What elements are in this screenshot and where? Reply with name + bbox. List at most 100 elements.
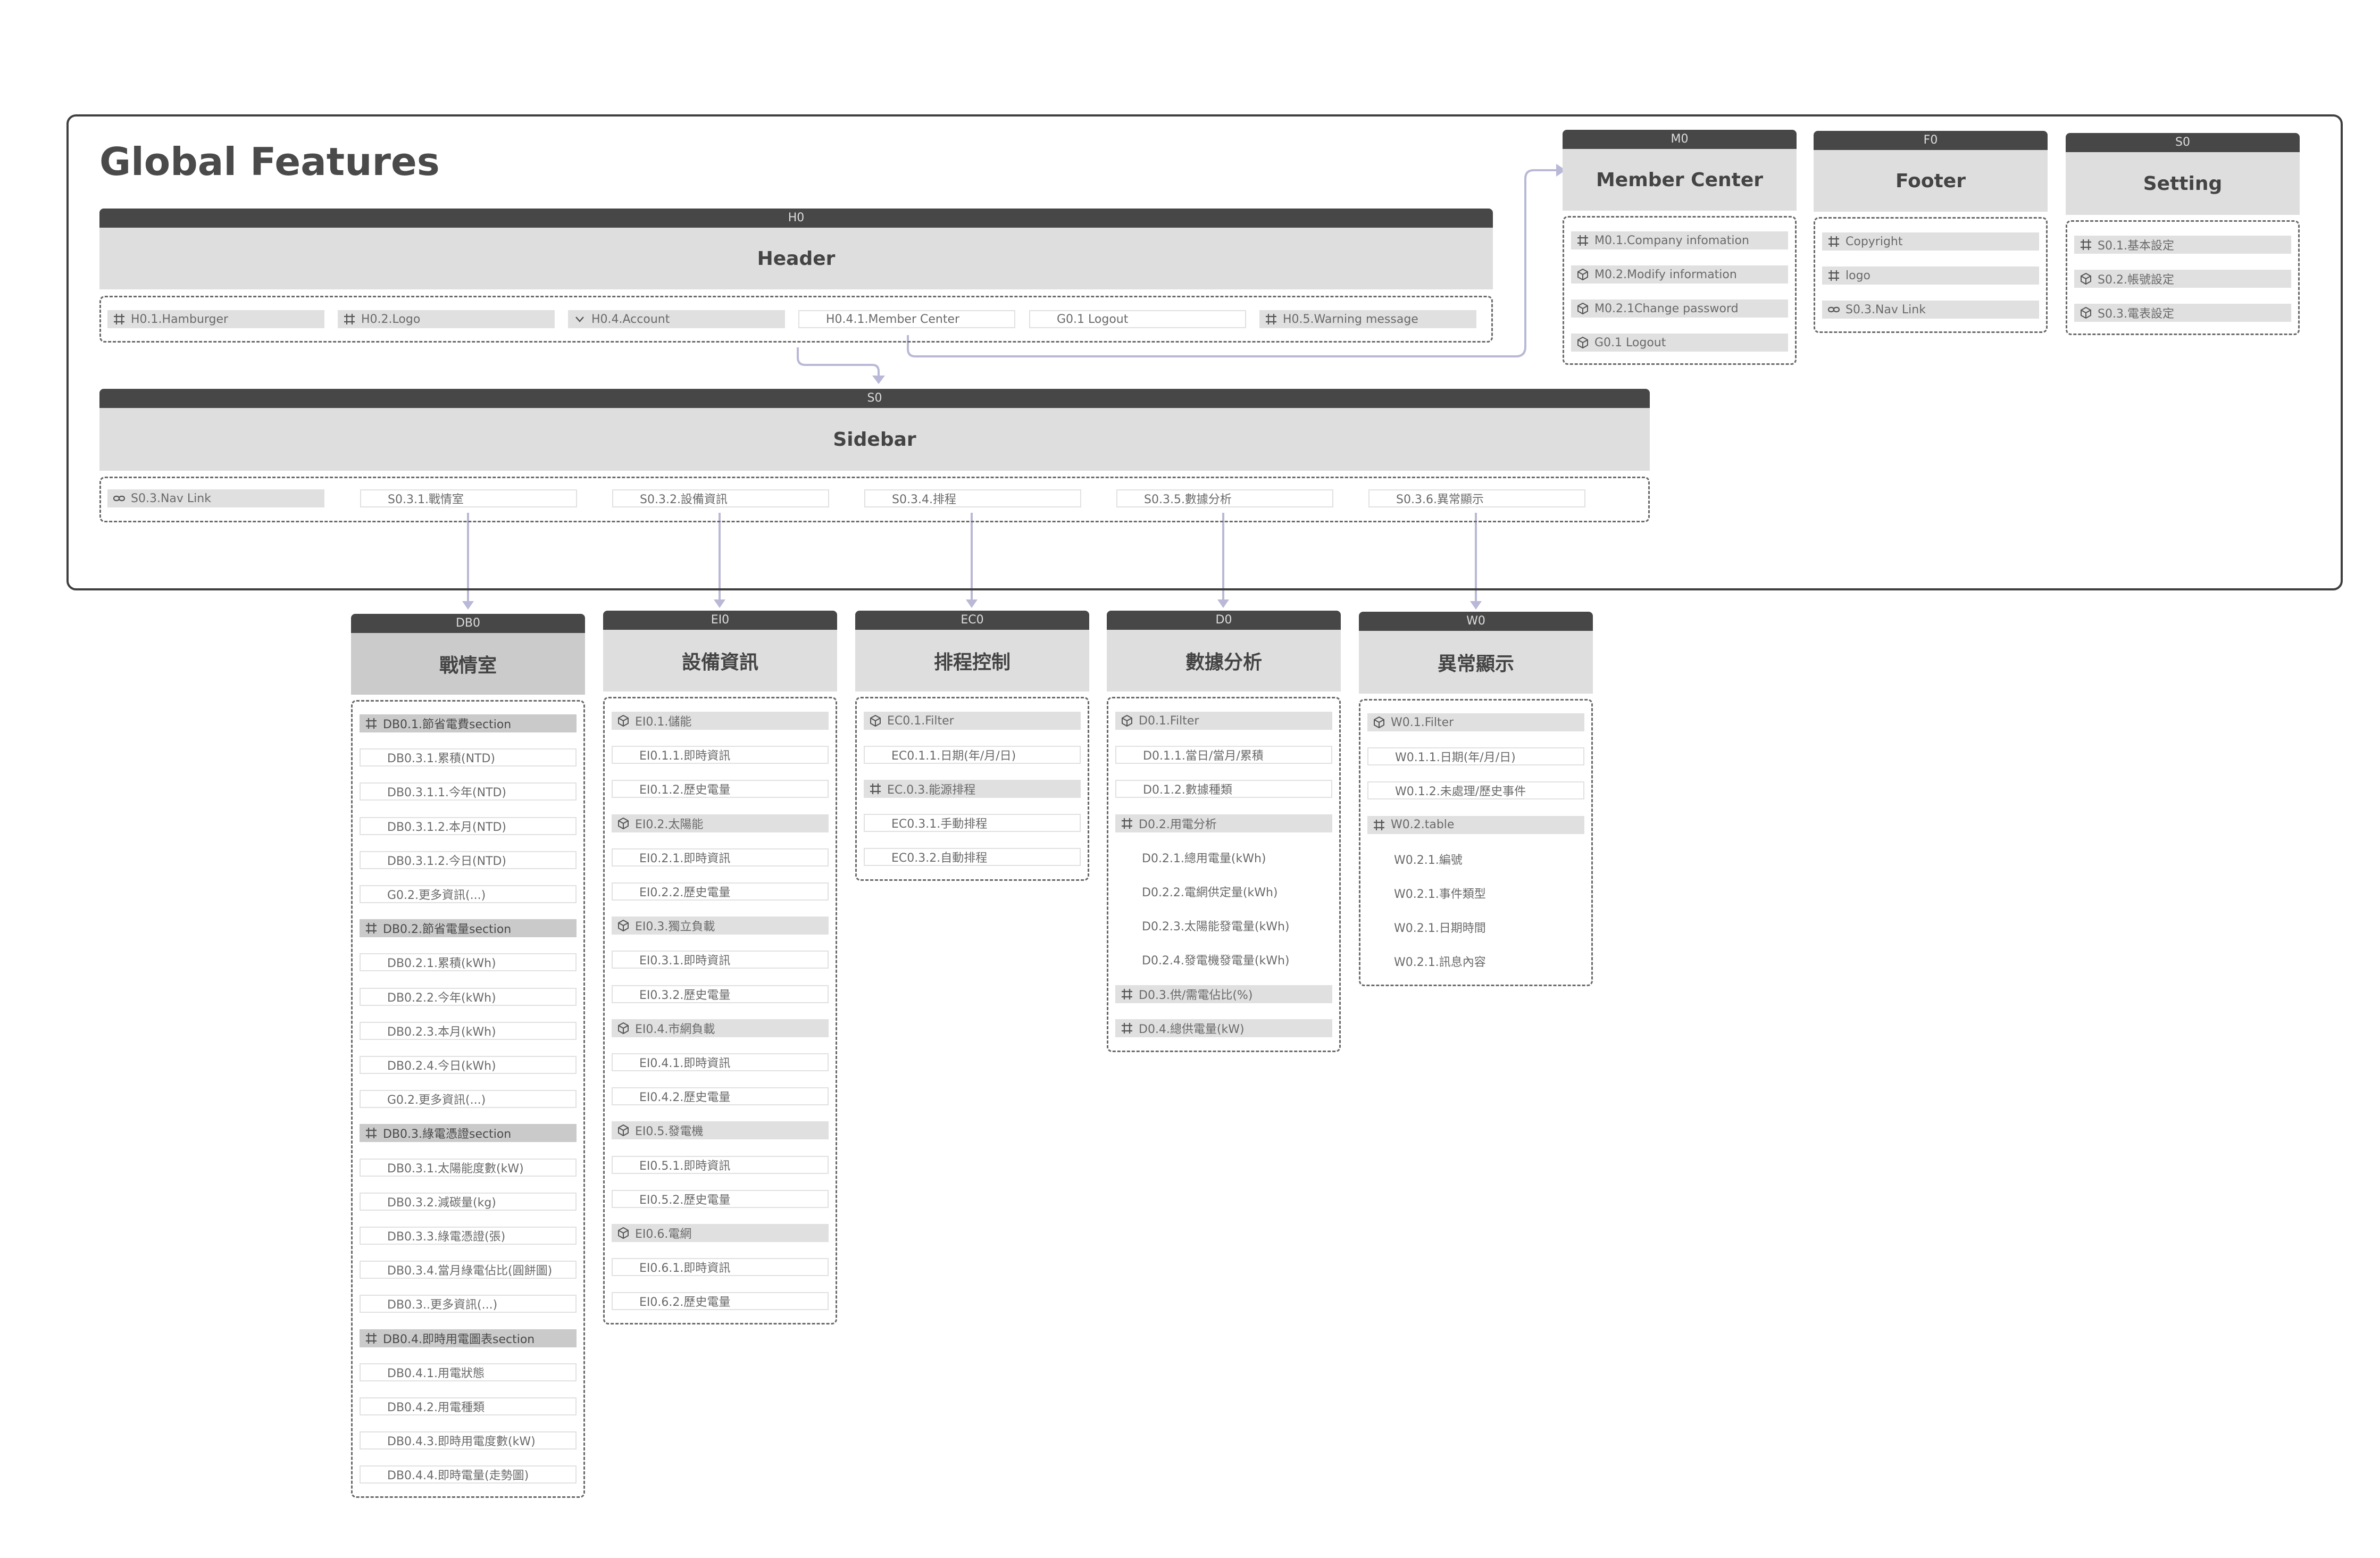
list-item[interactable]: EI0.2.太陽能 <box>612 814 829 832</box>
list-item[interactable]: EC0.3.1.手動排程 <box>864 814 1081 832</box>
list-item[interactable]: DB0.2.節省電量section <box>360 919 577 938</box>
list-item[interactable]: DB0.2.4.今日(kWh) <box>360 1056 577 1074</box>
list-item[interactable]: DB0.3..更多資訊(...) <box>360 1295 577 1313</box>
list-item[interactable]: DB0.4.即時用電圖表section <box>360 1329 577 1347</box>
list-item[interactable]: D0.2.1.總用電量(kWh) <box>1115 848 1332 867</box>
list-item[interactable]: S0.3.5.數據分析 <box>1116 489 1333 507</box>
list-item[interactable]: DB0.3.1.累積(NTD) <box>360 748 577 767</box>
list-item[interactable]: EI0.3.獨立負載 <box>612 917 829 935</box>
list-item[interactable]: EI0.3.1.即時資訊 <box>612 951 829 969</box>
list-item[interactable]: H0.4.Account <box>568 310 785 328</box>
list-item[interactable]: EI0.1.儲能 <box>612 712 829 730</box>
list-item[interactable]: D0.1.Filter <box>1115 712 1332 730</box>
list-item[interactable]: DB0.3.綠電憑證section <box>360 1124 577 1143</box>
list-item[interactable]: W0.2.1.事件類型 <box>1367 884 1584 902</box>
list-item[interactable]: EI0.6.電網 <box>612 1224 829 1242</box>
header-items <box>99 296 1493 343</box>
list-item[interactable]: DB0.3.1.1.今年(NTD) <box>360 782 577 801</box>
list-item[interactable]: DB0.2.3.本月(kWh) <box>360 1021 577 1040</box>
list-item[interactable]: Copyright <box>1822 232 2039 251</box>
list-item[interactable]: D0.4.總供電量(kW) <box>1115 1019 1332 1037</box>
setting-card[interactable]: S0 Setting <box>2066 133 2300 215</box>
list-item[interactable]: D0.2.3.太陽能發電量(kWh) <box>1115 917 1332 935</box>
list-item[interactable]: EI0.4.市網負載 <box>612 1019 829 1037</box>
list-item[interactable]: M0.2.Modify information <box>1571 265 1788 284</box>
list-item[interactable]: DB0.4.1.用電狀態 <box>360 1363 577 1381</box>
list-item[interactable]: D0.1.1.當日/當月/累積 <box>1115 746 1332 764</box>
list-item[interactable]: EC0.3.2.自動排程 <box>864 848 1081 866</box>
list-item[interactable]: H0.5.Warning message <box>1259 310 1476 328</box>
list-item[interactable]: EI0.1.1.即時資訊 <box>612 746 829 764</box>
list-item[interactable]: H0.4.1.Member Center <box>798 310 1015 328</box>
list-item[interactable]: S0.3.電表設定 <box>2074 304 2291 322</box>
list-item[interactable]: DB0.2.2.今年(kWh) <box>360 987 577 1006</box>
sidebar-card[interactable]: S0 Sidebar <box>99 389 1650 471</box>
list-item[interactable]: DB0.3.3.綠電憑證(張) <box>360 1227 577 1245</box>
dashboard-card[interactable]: DB0 戰情室 <box>351 614 585 695</box>
list-item[interactable]: G0.1 Logout <box>1029 310 1246 328</box>
list-item[interactable]: S0.2.帳號設定 <box>2074 270 2291 288</box>
list-item[interactable]: G0.2.更多資訊(...) <box>360 1090 577 1109</box>
analysis-card[interactable]: D0 數據分析 <box>1107 611 1341 691</box>
list-item[interactable]: M0.1.Company infomation <box>1571 231 1788 249</box>
equipment-card[interactable]: EI0 設備資訊 <box>603 611 837 691</box>
list-item[interactable]: S0.3.6.異常顯示 <box>1368 489 1585 507</box>
list-item[interactable]: DB0.1.節省電費section <box>360 714 577 732</box>
list-item[interactable]: D0.3.供/需電佔比(%) <box>1115 985 1332 1003</box>
list-item[interactable]: DB0.3.1.2.今日(NTD) <box>360 851 577 869</box>
list-item[interactable]: EI0.2.2.歷史電量 <box>612 882 829 901</box>
footer-items <box>1814 217 2048 333</box>
list-item[interactable]: S0.3.Nav Link <box>1822 301 2039 319</box>
list-item[interactable]: EI0.3.2.歷史電量 <box>612 985 829 1003</box>
list-item[interactable]: D0.1.2.數據種類 <box>1115 780 1332 798</box>
header-card[interactable]: H0 Header <box>99 209 1493 289</box>
list-item[interactable]: EI0.6.1.即時資訊 <box>612 1258 829 1277</box>
list-item[interactable]: S0.3.1.戰情室 <box>360 489 577 507</box>
list-item[interactable]: EC0.1.Filter <box>864 712 1081 730</box>
list-item[interactable]: EI0.4.2.歷史電量 <box>612 1087 829 1106</box>
list-item[interactable]: D0.2.4.發電機發電量(kWh) <box>1115 951 1332 969</box>
item-label: DB0.2.4.今日(kWh) <box>387 1060 496 1073</box>
list-item[interactable]: EI0.5.1.即時資訊 <box>612 1155 829 1174</box>
warning-card[interactable]: W0 異常顯示 <box>1359 612 1593 694</box>
list-item[interactable]: EI0.5.發電機 <box>612 1121 829 1140</box>
list-item[interactable]: W0.2.1.編號 <box>1367 850 1584 868</box>
list-item[interactable]: DB0.2.1.累積(kWh) <box>360 953 577 972</box>
list-item[interactable]: H0.2.Logo <box>338 310 555 328</box>
list-item[interactable]: W0.1.Filter <box>1367 713 1584 731</box>
list-item[interactable]: S0.3.Nav Link <box>107 489 324 507</box>
list-item[interactable]: DB0.4.4.即時電量(走勢圖) <box>360 1465 577 1484</box>
list-item[interactable]: G0.2.更多資訊(...) <box>360 885 577 903</box>
list-item[interactable]: DB0.3.2.減碳量(kg) <box>360 1192 577 1211</box>
list-item[interactable]: EI0.2.1.即時資訊 <box>612 848 829 867</box>
list-item[interactable]: S0.3.4.排程 <box>864 489 1081 507</box>
list-item[interactable]: EI0.6.2.歷史電量 <box>612 1292 829 1311</box>
list-item[interactable]: EI0.1.2.歷史電量 <box>612 780 829 798</box>
list-item[interactable]: DB0.3.1.太陽能度數(kW) <box>360 1158 577 1177</box>
member-center-card[interactable]: M0 Member Center <box>1563 130 1797 211</box>
list-item[interactable]: DB0.3.4.當月綠電佔比(圓餅圖) <box>360 1261 577 1279</box>
list-item[interactable]: D0.2.用電分析 <box>1115 814 1332 832</box>
list-item[interactable]: logo <box>1822 266 2039 285</box>
list-item[interactable]: S0.1.基本設定 <box>2074 236 2291 254</box>
footer-card[interactable]: F0 Footer <box>1814 131 2048 212</box>
list-item[interactable]: W0.2.1.日期時間 <box>1367 918 1584 936</box>
list-item[interactable]: DB0.3.1.2.本月(NTD) <box>360 817 577 835</box>
list-item[interactable]: DB0.4.3.即時用電度數(kW) <box>360 1431 577 1450</box>
schedule-card[interactable]: EC0 排程控制 <box>855 611 1089 691</box>
list-item[interactable]: DB0.4.2.用電種類 <box>360 1397 577 1415</box>
schedule-code: EC0 <box>855 611 1089 630</box>
list-item[interactable]: W0.1.1.日期(年/月/日) <box>1367 747 1584 766</box>
list-item[interactable]: EI0.5.2.歷史電量 <box>612 1189 829 1208</box>
list-item[interactable]: S0.3.2.設備資訊 <box>612 489 829 507</box>
list-item[interactable]: EC0.1.1.日期(年/月/日) <box>864 746 1081 764</box>
list-item[interactable]: EC.0.3.能源排程 <box>864 780 1081 798</box>
list-item[interactable]: W0.2.table <box>1367 815 1584 834</box>
list-item[interactable]: W0.2.1.訊息內容 <box>1367 952 1584 970</box>
list-item[interactable]: D0.2.2.電網供定量(kWh) <box>1115 882 1332 901</box>
list-item[interactable]: G0.1 Logout <box>1571 334 1788 352</box>
list-item[interactable]: W0.1.2.未處理/歷史事件 <box>1367 781 1584 800</box>
list-item[interactable]: EI0.4.1.即時資訊 <box>612 1053 829 1071</box>
list-item[interactable]: H0.1.Hamburger <box>107 310 324 328</box>
list-item[interactable]: M0.2.1Change password <box>1571 299 1788 318</box>
